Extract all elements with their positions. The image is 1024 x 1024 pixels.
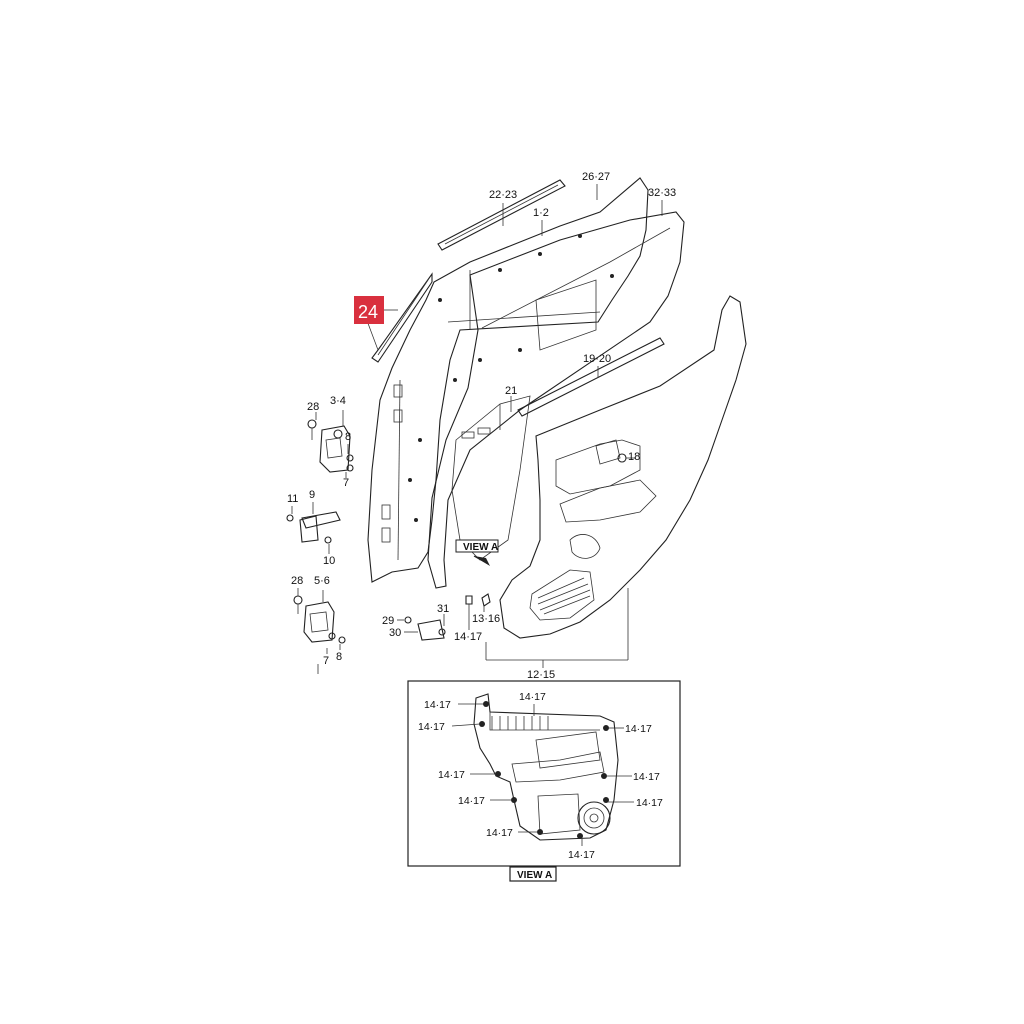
label-18: 18 <box>628 451 640 463</box>
leader-lines <box>291 184 663 668</box>
inset-frame <box>407 680 681 867</box>
inset-label-8: 14·17 <box>636 797 663 809</box>
label-11: 11 <box>287 493 298 505</box>
upper-hinge <box>307 419 354 473</box>
trim-clips <box>465 453 627 607</box>
label-28-lower: 28 <box>291 575 303 587</box>
label-1-2: 1·2 <box>533 207 549 219</box>
part-24-highlight: 24 <box>354 296 398 324</box>
label-8-upper: 8 <box>345 431 351 443</box>
lower-hinge <box>293 595 346 644</box>
label-5-6: 5·6 <box>314 575 330 587</box>
inset-label-2: 14·17 <box>519 691 546 703</box>
door-frame-seal <box>427 211 685 589</box>
label-14-17: 14·17 <box>454 631 482 643</box>
door-check <box>286 511 341 544</box>
inset-caption-box <box>509 866 557 882</box>
inset-hatching <box>491 716 549 730</box>
door-shell <box>367 177 649 583</box>
label-21: 21 <box>505 385 517 397</box>
label-10: 10 <box>323 555 335 567</box>
inset-label-1: 14·17 <box>424 699 451 711</box>
inset-label-9: 14·17 <box>486 827 513 839</box>
inset-label-10: 14·17 <box>568 849 595 861</box>
inset-speaker <box>577 801 611 835</box>
label-8-lower: 8 <box>336 651 342 663</box>
view-a-label: VIEW A <box>463 542 498 553</box>
speaker-grille <box>537 577 591 615</box>
label-29: 29 <box>382 615 394 627</box>
label-28-upper: 28 <box>307 401 319 413</box>
glass-run-channel <box>517 337 665 417</box>
view-a-marker: VIEW A <box>455 539 499 566</box>
label-22-23: 22·23 <box>489 189 517 201</box>
weatherstrip-upper <box>437 179 566 251</box>
label-30: 30 <box>389 627 401 639</box>
label-13-16: 13·16 <box>472 613 500 625</box>
highlight-box <box>354 296 384 324</box>
belt-molding-part <box>371 272 433 363</box>
lock-striker <box>404 616 446 641</box>
inset-label-3: 14·17 <box>418 721 445 733</box>
inset-caption: VIEW A <box>517 870 552 881</box>
label-7-upper: 7 <box>343 477 349 489</box>
label-31: 31 <box>437 603 449 615</box>
label-32-33: 32·33 <box>648 187 676 199</box>
inset-label-4: 14·17 <box>625 723 652 735</box>
view-a-inset: 14·17 14·17 14·17 14·17 14·17 14·17 14·1… <box>407 680 681 882</box>
label-12-15: 12·15 <box>527 669 555 681</box>
highlight-label: 24 <box>358 302 378 322</box>
door-inner-panel <box>451 279 597 561</box>
inset-label-5: 14·17 <box>438 769 465 781</box>
label-7-lower: 7 <box>323 655 329 667</box>
label-3-4: 3·4 <box>330 395 346 407</box>
inset-label-6: 14·17 <box>633 771 660 783</box>
door-trim-panel <box>499 295 747 639</box>
label-26-27: 26·27 <box>582 171 610 183</box>
inset-label-7: 14·17 <box>458 795 485 807</box>
callout-labels: 22·23 1·2 26·27 32·33 19·20 21 18 28 3·4… <box>287 171 676 681</box>
label-9: 9 <box>309 489 315 501</box>
label-19-20: 19·20 <box>583 353 611 365</box>
